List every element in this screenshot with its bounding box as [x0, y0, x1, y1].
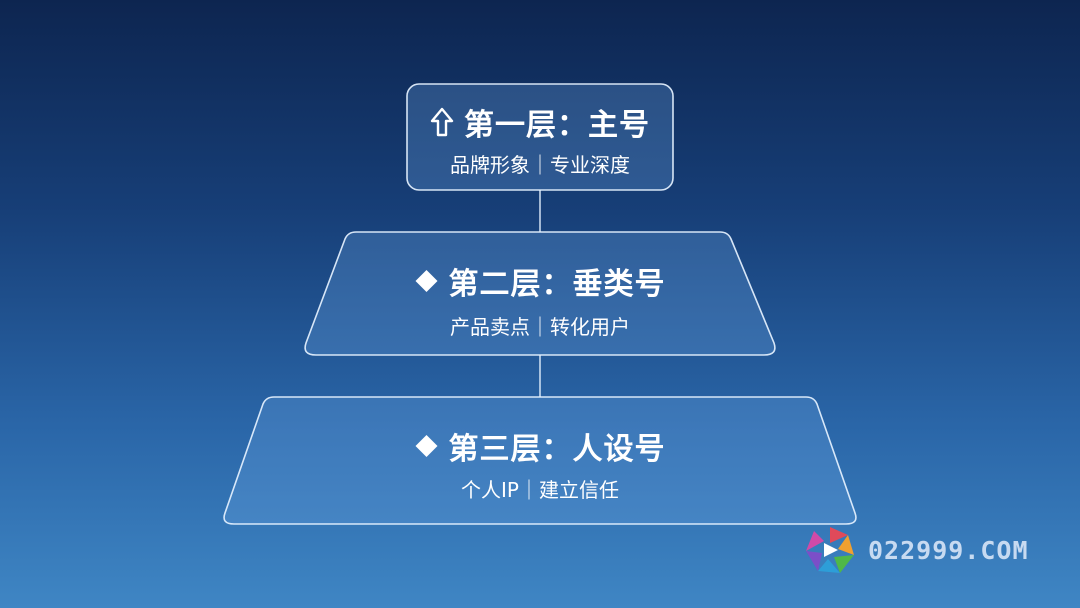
tier-3-subtitle: 个人IP｜建立信任: [461, 478, 619, 502]
tier-3-box: [223, 396, 857, 525]
tier-1-box: [406, 83, 674, 191]
colorful-play-logo: [806, 527, 854, 573]
tier-1-title-text: 第一层：主号: [464, 108, 650, 143]
tier-1-subtitle: 品牌形象｜专业深度: [450, 153, 630, 177]
tier-3-title-text: 第三层：人设号: [448, 432, 666, 467]
tier-1-title: 第一层：主号: [430, 100, 650, 144]
watermark: 022999.COM: [804, 525, 1029, 575]
diamond-bullet-icon: [415, 270, 438, 292]
watermark-text: 022999.COM: [868, 535, 1029, 565]
tier-3-title: 第三层：人设号: [415, 424, 666, 468]
tier-2-box: [304, 231, 776, 356]
tier-2-subtitle: 产品卖点｜转化用户: [450, 315, 630, 339]
up-arrow-outline-icon: [430, 107, 454, 137]
tier-2-title-text: 第二层：垂类号: [448, 267, 666, 302]
tier-2-title: 第二层：垂类号: [415, 259, 666, 303]
diamond-bullet-icon: [415, 435, 438, 457]
